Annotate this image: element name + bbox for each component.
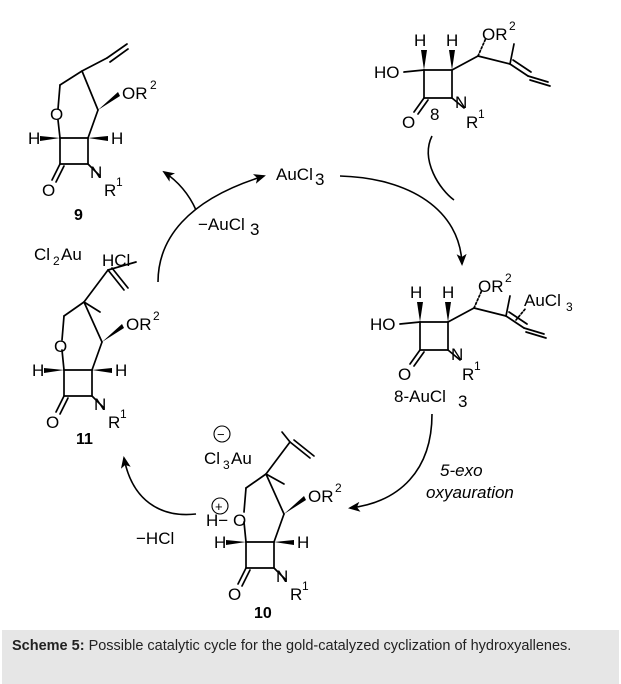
atom-H-minus: H− [206,511,228,530]
superscript: 1 [478,107,485,121]
atom-O: O [54,337,67,356]
arrow-protodeauration [157,174,266,283]
superscript: 2 [150,78,157,92]
label-minus-aucl3: −AuCl [198,215,245,234]
charge-plus-icon [211,497,229,515]
atom-O: O [398,365,411,384]
figure-caption: Scheme 5: Possible catalytic cycle for t… [2,630,619,684]
atom-R: R [290,585,302,604]
subscript: 3 [566,300,573,314]
subscript: 3 [250,220,259,239]
superscript: 2 [505,271,512,285]
compound-11: Cl 2 Au O OR 2 H H N O R 1 11 [32,245,160,448]
subscript: 3 [458,392,467,411]
superscript: 2 [335,481,342,495]
atom-R: R [108,413,120,432]
subscript: 3 [315,170,324,189]
atom-O: O [50,105,63,124]
atom-O: O [46,413,59,432]
arrow-substrate-in [427,135,455,201]
arrow-deprotonation [120,456,197,516]
atom-HO: HO [374,63,400,82]
charge-minus-icon [213,425,231,443]
atom-O: O [233,511,246,530]
atom-N: N [90,163,102,182]
arrow-oxyauration [348,413,433,512]
atom-Au: Au [61,245,82,264]
label-5-exo: 5-exo [440,461,483,480]
atom-H: H [414,31,426,50]
compound-8: H H OR 2 HO N O R 1 8 [374,19,551,132]
superscript: 2 [153,309,160,323]
catalyst-label: AuCl [276,165,313,184]
plus-sign: + [215,499,223,514]
compound-number: 9 [74,207,83,224]
catalyst: AuCl 3 [276,165,324,189]
atom-R: R [466,113,478,132]
atom-H: H [410,283,422,302]
atom-OR: OR [482,25,508,44]
atom-H: H [32,361,44,380]
atom-R: R [104,181,116,200]
compound-number: 8-AuCl [394,387,446,406]
caption-text: Possible catalytic cycle for the gold-ca… [84,638,572,654]
subscript: 3 [223,458,230,472]
atom-H: H [214,533,226,552]
label-oxyauration: oxyauration [426,483,514,502]
compound-9: O OR 2 H H N O R 1 9 [28,43,157,224]
atom-OR: OR [122,84,148,103]
atom-H: H [111,129,123,148]
compound-8-aucl3: H H OR 2 HO AuCl 3 N O R 1 8-AuCl 3 [370,271,573,411]
atom-OR: OR [126,315,152,334]
superscript: 2 [509,19,516,33]
atom-N: N [455,93,467,112]
atom-H: H [446,31,458,50]
atom-OR: OR [308,487,334,506]
subscript: 2 [53,254,60,268]
compound-number: 8 [430,105,439,124]
superscript: 1 [474,359,481,373]
arrow-product-out [162,170,197,211]
atom-R: R [462,365,474,384]
atom-H: H [297,533,309,552]
atom-AuCl: AuCl [524,291,561,310]
catalytic-cycle-scheme: O OR 2 H H N O R 1 9 H H OR 2 HO N O [28,19,573,622]
atom-Cl2Au: Cl [34,245,50,264]
atom-H: H [442,283,454,302]
compound-number: 11 [76,431,93,448]
atom-H: H [28,129,40,148]
caption-title: Scheme 5: [12,638,85,654]
atom-Cl3Au: Cl [204,449,220,468]
label-hcl: HCl [102,251,130,270]
minus-sign: − [217,427,225,442]
arrow-coordination [339,175,467,266]
atom-OR: OR [478,277,504,296]
atom-HO: HO [370,315,396,334]
atom-O: O [228,585,241,604]
atom-H: H [115,361,127,380]
superscript: 1 [302,579,309,593]
atom-O: O [402,113,415,132]
atom-N: N [276,567,288,586]
atom-Au: Au [231,449,252,468]
compound-number: 10 [254,605,272,622]
atom-N: N [451,345,463,364]
compound-10: − Cl 3 Au + H− O OR 2 H H N O R 1 10 [204,425,342,622]
superscript: 1 [116,175,123,189]
label-minus-hcl: −HCl [136,529,174,548]
superscript: 1 [120,407,127,421]
atom-O: O [42,181,55,200]
atom-N: N [94,395,106,414]
